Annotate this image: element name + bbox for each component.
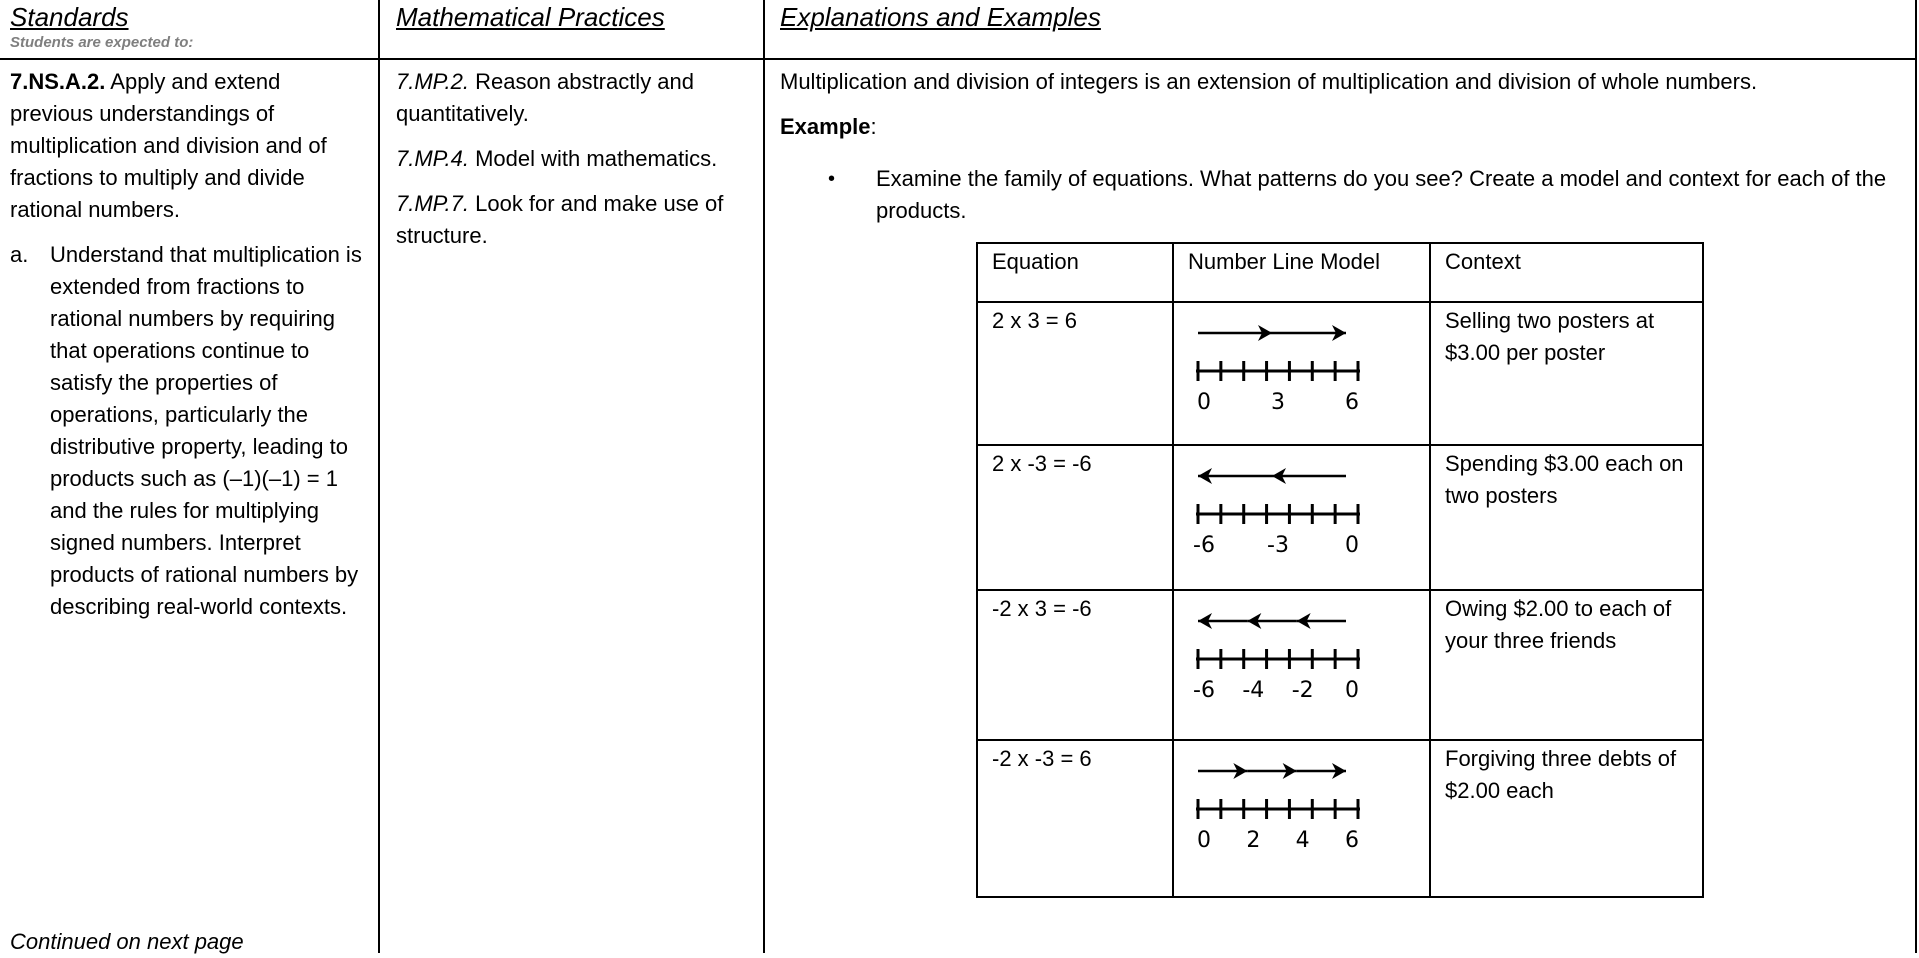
model-arrow-head xyxy=(1332,325,1346,341)
table-header-cell: Number Line Model xyxy=(1172,242,1431,303)
explanation-intro: Multiplication and division of integers … xyxy=(780,69,1758,94)
standards-column: Standards Students are expected to: xyxy=(10,0,368,52)
model-arrow-head xyxy=(1198,613,1212,629)
example-table: Equation Number Line Model Context 2 x 3… xyxy=(976,242,1704,898)
context-cell: Spending $3.00 each on two posters xyxy=(1429,444,1704,591)
context-cell: Owing $2.00 to each of your three friend… xyxy=(1429,589,1704,741)
continued-note: Continued on next page xyxy=(10,929,244,954)
context-cell: Selling two posters at $3.00 per poster xyxy=(1429,301,1704,446)
model-arrow-head xyxy=(1198,468,1212,484)
table-row: 2 x -3 = -6 -6 -3 0 Spending $3.00 each on… xyxy=(976,444,1704,591)
model-arrow-head xyxy=(1332,763,1346,779)
model-arrow-head xyxy=(1233,763,1248,779)
number-line-label: -2 xyxy=(1292,678,1314,703)
example-heading: Example: xyxy=(780,111,1905,143)
standards-header: Standards xyxy=(10,2,129,32)
number-line-model: -6 -4 -2 0 xyxy=(1193,613,1360,703)
number-line-label: 0 xyxy=(1197,390,1211,415)
model-arrow-head xyxy=(1282,763,1297,779)
explanations-header: Explanations and Examples xyxy=(780,2,1101,32)
standard-paragraph: 7.NS.A.2. Apply and extend previous unde… xyxy=(10,66,368,226)
explanations-column: Explanations and Examples xyxy=(780,0,1900,34)
practice-text: Model with mathematics. xyxy=(475,146,718,171)
standard-list: a. Understand that multiplication is ext… xyxy=(10,239,368,623)
practice-code: 7.MP.4. xyxy=(396,146,469,171)
standard-intro: Apply and extend previous understandings… xyxy=(10,69,327,222)
table-row: 2 x 3 = 6 0 3 6 Selling two posters at $3.… xyxy=(976,301,1704,446)
number-line-label: 3 xyxy=(1271,390,1285,415)
equation-cell: 2 x -3 = -6 xyxy=(976,444,1174,591)
practices-body: 7.MP.2. Reason abstractly and quantitati… xyxy=(396,66,734,265)
number-line-cell: -6 -3 0 xyxy=(1172,444,1431,591)
number-line-cell: 0 3 6 xyxy=(1172,301,1431,446)
example-colon: : xyxy=(870,114,877,139)
number-line-label: 2 xyxy=(1246,828,1260,853)
number-line-cell: -6 -4 -2 0 xyxy=(1172,589,1431,741)
number-line-label: -3 xyxy=(1267,533,1289,558)
table-row: -2 x -3 = 6 0 2 4 6 Forgiving three debts o… xyxy=(976,739,1704,898)
practice-code: 7.MP.2. xyxy=(396,69,469,94)
number-line-label: -4 xyxy=(1242,678,1264,703)
standard-item-a: a. Understand that multiplication is ext… xyxy=(10,239,368,623)
number-line-label: 0 xyxy=(1345,533,1359,558)
number-line-label: 4 xyxy=(1296,828,1310,853)
number-line-label: 6 xyxy=(1345,828,1359,853)
table-header-cell: Context xyxy=(1429,242,1704,303)
practice-item: 7.MP.4. Model with mathematics. xyxy=(396,143,734,175)
context-cell: Forgiving three debts of $2.00 each xyxy=(1429,739,1704,898)
header-divider xyxy=(0,58,1917,60)
model-arrow-head xyxy=(1258,325,1272,341)
bullet-marker: • xyxy=(828,168,836,190)
practice-item: 7.MP.2. Reason abstractly and quantitati… xyxy=(396,66,734,130)
practices-header: Mathematical Practices xyxy=(396,2,665,32)
model-arrow-head xyxy=(1272,468,1286,484)
number-line-label: 6 xyxy=(1345,390,1359,415)
standard-item-text: Understand that multiplication is extend… xyxy=(50,242,362,619)
bullet-text: Examine the family of equations. What pa… xyxy=(876,166,1887,223)
equation-cell: -2 x 3 = -6 xyxy=(976,589,1174,741)
model-arrow-head xyxy=(1296,613,1311,629)
equation-cell: -2 x -3 = 6 xyxy=(976,739,1174,898)
standard-item-marker: a. xyxy=(10,242,29,267)
explanations-body: Multiplication and division of integers … xyxy=(780,66,1905,227)
example-label: Example xyxy=(780,114,871,139)
practice-code: 7.MP.7. xyxy=(396,191,469,216)
column-divider-1 xyxy=(378,0,380,953)
table-header-row: Equation Number Line Model Context xyxy=(976,242,1704,303)
number-line-label: 0 xyxy=(1345,678,1359,703)
number-line-label: 0 xyxy=(1197,828,1211,853)
standards-body: 7.NS.A.2. Apply and extend previous unde… xyxy=(10,66,368,623)
practices-column: Mathematical Practices xyxy=(396,0,754,34)
column-divider-2 xyxy=(763,0,765,953)
practice-text: Reason abstractly and quantitatively. xyxy=(396,69,695,126)
number-line-model: 0 2 4 6 xyxy=(1196,763,1360,853)
practice-item: 7.MP.7. Look for and make use of structu… xyxy=(396,188,734,252)
equation-cell: 2 x 3 = 6 xyxy=(976,301,1174,446)
standards-subheader: Students are expected to: xyxy=(10,34,194,51)
number-line-label: -6 xyxy=(1193,533,1215,558)
practice-text: Look for and make use of structure. xyxy=(396,191,724,248)
standard-code: 7.NS.A.2. xyxy=(10,69,106,94)
table-row: -2 x 3 = -6 -6 -4 -2 0 Owing $2.00 to each … xyxy=(976,589,1704,741)
example-bullet: • Examine the family of equations. What … xyxy=(780,163,1905,227)
table-header-cell: Equation xyxy=(976,242,1174,303)
number-line-cell: 0 2 4 6 xyxy=(1172,739,1431,898)
number-line-model: -6 -3 0 xyxy=(1193,468,1360,558)
model-arrow-head xyxy=(1247,613,1262,629)
number-line-label: -6 xyxy=(1193,678,1215,703)
number-line-model: 0 3 6 xyxy=(1196,325,1360,415)
right-border xyxy=(1915,0,1917,953)
